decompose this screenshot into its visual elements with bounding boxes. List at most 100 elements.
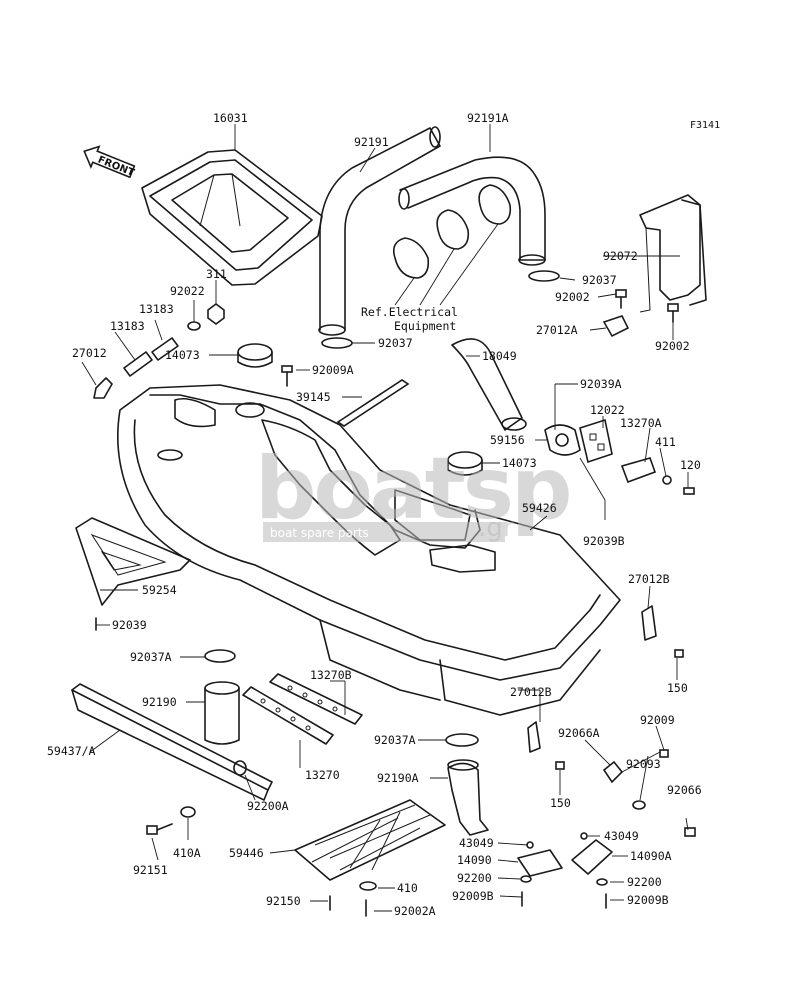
label-27012B-right: 27012B xyxy=(628,572,670,586)
label-92200-b: 92200 xyxy=(627,875,662,889)
label-27012: 27012 xyxy=(72,346,107,360)
cap-left-part xyxy=(237,343,273,368)
label-92022: 92022 xyxy=(170,284,205,298)
label-92037-b: 92037 xyxy=(582,273,617,287)
hose-long-part xyxy=(318,126,441,336)
label-92066: 92066 xyxy=(667,783,702,797)
label-13270B: 13270B xyxy=(310,668,352,682)
label-59254: 59254 xyxy=(142,583,177,597)
label-27012A: 27012A xyxy=(536,323,578,337)
clamp-92037a-left-part xyxy=(204,649,236,663)
plate-13270b-part xyxy=(269,673,363,725)
leader-lines xyxy=(81,124,689,912)
label-150-b: 150 xyxy=(550,796,571,810)
watermark-subtitle: boat spare parts xyxy=(270,526,369,540)
nut-washer-part xyxy=(187,303,225,331)
label-43049-b: 43049 xyxy=(604,829,639,843)
plate-14090-part xyxy=(517,841,563,907)
label-92002A: 92002A xyxy=(394,904,436,918)
watermark-logo: boatsp boat spare parts .gr xyxy=(255,439,573,543)
storage-tray-part xyxy=(141,149,323,286)
label-92191: 92191 xyxy=(354,135,389,149)
label-13183-b: 13183 xyxy=(110,319,145,333)
plates-13183-part xyxy=(123,337,179,377)
label-92002-b: 92002 xyxy=(655,339,690,353)
cap-right-part xyxy=(447,451,483,476)
label-92037-a: 92037 xyxy=(378,336,413,350)
bolt-92009a-part xyxy=(281,365,293,387)
label-14090A: 14090A xyxy=(630,849,672,863)
label-43049-a: 43049 xyxy=(459,836,494,850)
label-92039A: 92039A xyxy=(580,377,622,391)
watermark-domain: .gr xyxy=(478,513,514,543)
rail-59437a-part xyxy=(71,683,273,801)
label-59437A: 59437/A xyxy=(47,744,96,758)
label-150-a: 150 xyxy=(667,681,688,695)
clamp-left-part xyxy=(321,337,353,349)
label-92009B-a: 92009B xyxy=(452,889,494,903)
label-92009: 92009 xyxy=(640,713,675,727)
intake-grate-part xyxy=(294,799,446,881)
bracket-27012-part xyxy=(93,377,113,399)
label-39145: 39145 xyxy=(296,390,331,404)
label-14073-b: 14073 xyxy=(502,456,537,470)
label-92093: 92093 xyxy=(626,757,661,771)
label-18049: 18049 xyxy=(482,349,517,363)
hose-a-part xyxy=(398,156,546,266)
label-92009A: 92009A xyxy=(312,363,354,377)
grill-59254-part xyxy=(75,517,191,606)
label-92037A-left: 92037A xyxy=(130,650,172,664)
hull-body-part xyxy=(117,384,621,716)
label-92190: 92190 xyxy=(142,695,177,709)
label-13270: 13270 xyxy=(305,768,340,782)
label-16031: 16031 xyxy=(213,111,248,125)
label-92151: 92151 xyxy=(133,863,168,877)
label-92191A: 92191A xyxy=(467,111,509,125)
figure-code: F3141 xyxy=(690,120,720,131)
label-92190A: 92190A xyxy=(377,771,419,785)
label-410A: 410A xyxy=(173,846,201,860)
label-92066A: 92066A xyxy=(558,726,600,740)
fasteners-right-part xyxy=(602,749,696,837)
bracket-27012b-mid-part xyxy=(527,721,565,770)
hose-clamps-part xyxy=(392,184,512,306)
reference-note-line2: Equipment xyxy=(394,319,456,333)
label-59156: 59156 xyxy=(490,433,525,447)
bracket-27012b-right-part xyxy=(641,605,684,658)
part-labels: 16031 92191 92191A 311 92022 13183 13183… xyxy=(47,111,702,918)
reference-note-line1: Ref.Electrical xyxy=(361,305,458,319)
pipe-18049-part xyxy=(451,338,527,431)
label-13270A: 13270A xyxy=(620,416,662,430)
label-92039B: 92039B xyxy=(583,534,625,548)
bracket-27012a-part xyxy=(602,315,630,338)
label-92200A: 92200A xyxy=(247,799,289,813)
label-120: 120 xyxy=(680,458,701,472)
label-92150: 92150 xyxy=(266,894,301,908)
pump-cover-part xyxy=(544,418,695,495)
label-92200-a: 92200 xyxy=(457,871,492,885)
label-13183-a: 13183 xyxy=(139,302,174,316)
washers-bottom-part xyxy=(329,881,377,917)
sleeve-92190-part xyxy=(204,681,240,745)
bolt-92002-part xyxy=(615,289,679,323)
strap-part xyxy=(639,194,707,313)
strip-39145-part xyxy=(336,379,410,427)
label-59446: 59446 xyxy=(229,846,264,860)
label-411: 411 xyxy=(655,435,676,449)
label-14090: 14090 xyxy=(457,853,492,867)
label-92039: 92039 xyxy=(112,618,147,632)
label-12022: 12022 xyxy=(590,403,625,417)
label-410: 410 xyxy=(397,881,418,895)
clamp-92037a-mid-part xyxy=(445,733,479,747)
elbow-92190a-part xyxy=(447,759,489,836)
label-59426: 59426 xyxy=(522,501,557,515)
label-92037A-mid: 92037A xyxy=(374,733,416,747)
label-27012B-mid: 27012B xyxy=(510,685,552,699)
plate-13270-part xyxy=(242,686,334,745)
label-92072: 92072 xyxy=(603,249,638,263)
front-arrow-icon: FRONT xyxy=(83,145,136,179)
washer-bolt-left-part xyxy=(146,806,196,835)
plate-14090a-part xyxy=(571,832,613,909)
label-311: 311 xyxy=(206,267,227,281)
